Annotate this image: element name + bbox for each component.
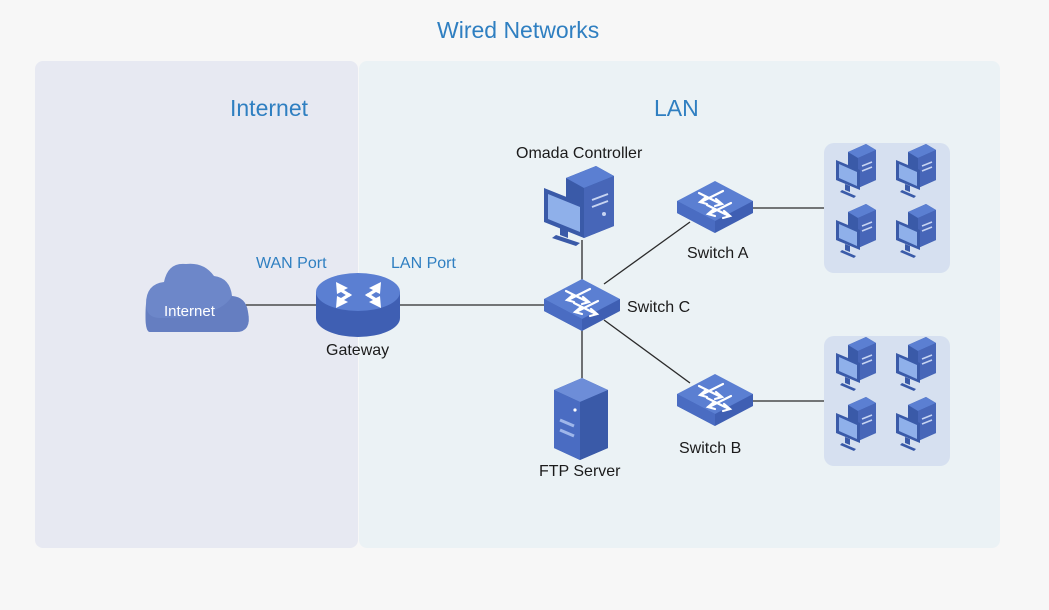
desktop-computer-icon	[544, 166, 614, 246]
switch-b-label: Switch B	[679, 440, 742, 457]
wan-port-label: WAN Port	[256, 255, 327, 272]
pc-icon	[895, 203, 937, 259]
internet-cloud-label: Internet	[164, 303, 215, 320]
cloud-icon	[145, 263, 249, 332]
pc-icon	[895, 143, 937, 199]
pc-icon	[895, 396, 937, 452]
pc-icon	[895, 336, 937, 392]
server-tower-icon	[554, 378, 608, 460]
switch-a-label: Switch A	[687, 245, 749, 262]
router-icon	[316, 273, 400, 337]
ftp-server-label: FTP Server	[539, 463, 621, 480]
gateway-label: Gateway	[326, 342, 390, 359]
pc-group-a-icons	[835, 143, 937, 259]
internet-section-label: Internet	[230, 95, 308, 121]
lan-section-label: LAN	[654, 95, 699, 121]
switch-a-icon	[675, 179, 755, 235]
connection-lines	[244, 207, 824, 402]
pc-icon	[835, 203, 877, 259]
omada-controller-label: Omada Controller	[516, 145, 643, 162]
pc-icon	[835, 143, 877, 199]
diagram-title: Wired Networks	[437, 17, 600, 43]
pc-icon	[835, 396, 877, 452]
switch-c-label: Switch C	[627, 299, 691, 316]
lan-port-label: LAN Port	[391, 255, 456, 272]
pc-icon	[835, 336, 877, 392]
pc-group-b-icons	[835, 336, 937, 452]
